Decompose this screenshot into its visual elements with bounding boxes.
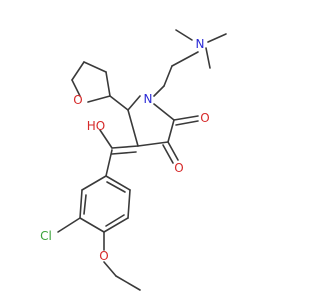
bond-furan-4 — [71, 61, 85, 81]
bond-n-methyl — [207, 33, 227, 43]
molecule-diagram: N N O HO O O Cl O — [40, 29, 227, 291]
bond-ar-2 — [79, 189, 83, 219]
bond-ar-double-1 — [83, 194, 87, 215]
bond-c4-exo — [111, 145, 139, 149]
structure-svg: N N O HO O O Cl O — [40, 29, 227, 291]
bond-ar-double-2 — [105, 214, 125, 227]
bond-exo-aryl — [105, 149, 113, 177]
bond-c5-furan — [109, 95, 129, 111]
atom-o-ketone-b: O — [174, 161, 183, 175]
bond-exo-oh — [99, 129, 113, 149]
bond-c4-exo-double — [111, 151, 137, 155]
bond-c3-o-double — [162, 144, 174, 164]
atom-o-furan: O — [73, 93, 82, 107]
bond-c4-c5 — [127, 109, 139, 147]
bond-ar-6 — [105, 175, 131, 191]
bond-c3-c4 — [137, 141, 169, 147]
atom-cl: Cl — [40, 229, 52, 243]
atom-n-ring: N — [144, 92, 153, 106]
bond-methyl-1 — [175, 29, 193, 41]
bond-furan-2 — [105, 71, 111, 97]
bond-ch2-ch3 — [115, 275, 141, 291]
bond-ar-3 — [79, 217, 105, 233]
bond-ch2-ch2 — [163, 65, 173, 87]
atom-n-amine: N — [196, 37, 205, 51]
bond-methyl-2 — [205, 47, 211, 69]
bond-ar-5 — [127, 189, 131, 219]
bond-c2-o-double — [175, 120, 199, 126]
bond-ar-cl — [57, 217, 81, 233]
bond-ar-double-3 — [106, 181, 126, 193]
bond-furan-3 — [83, 61, 107, 73]
atom-o-hydroxyl: HO — [87, 119, 105, 133]
bond-furan-1 — [87, 95, 111, 103]
bond-nring-c2 — [153, 103, 175, 121]
bond-nring-c5 — [127, 95, 141, 111]
bond-n-ch2 — [171, 51, 199, 67]
bond-c3-o — [167, 141, 179, 161]
bond-furan-5 — [71, 79, 81, 97]
bond-c2-o — [173, 115, 199, 121]
bond-ch2-nring — [153, 85, 165, 97]
atom-o-ketone-a: O — [200, 111, 209, 125]
bond-ar-4 — [103, 217, 129, 233]
atom-o-ether: O — [99, 249, 108, 263]
bond-o-ch2 — [103, 261, 117, 277]
bond-ar-1 — [81, 175, 107, 191]
bond-c2-c3 — [167, 119, 175, 143]
